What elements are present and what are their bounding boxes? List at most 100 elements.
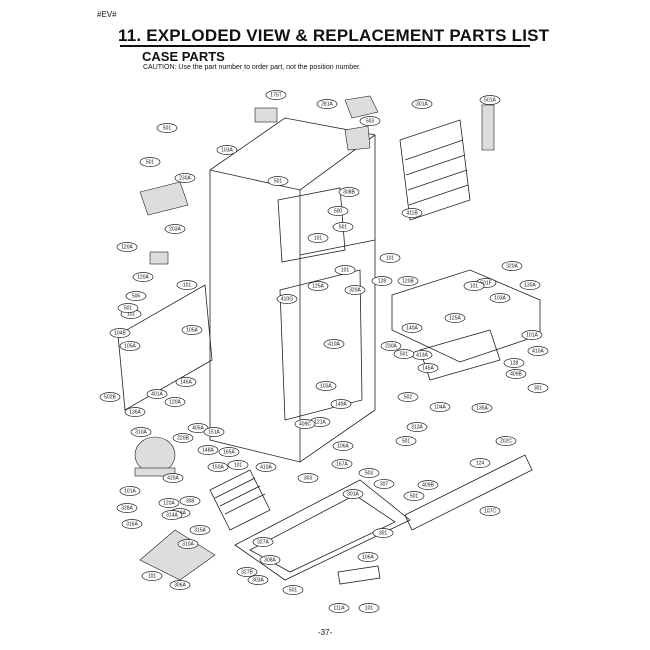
page-title: 11. EXPLODED VIEW & REPLACEMENT PARTS LI… <box>118 26 550 45</box>
part-label: 101A <box>521 330 543 340</box>
svg-text:405A: 405A <box>192 425 204 431</box>
svg-text:310A: 310A <box>182 541 194 547</box>
svg-text:125A: 125A <box>312 283 324 289</box>
part-label: 167A <box>331 459 353 469</box>
svg-text:120A: 120A <box>137 274 149 280</box>
svg-text:130A: 130A <box>524 282 536 288</box>
svg-text:111A: 111A <box>334 605 346 611</box>
svg-text:230A: 230A <box>385 343 397 349</box>
part-label: 310A <box>130 427 152 437</box>
part-label: 506 <box>125 291 147 301</box>
part-label: 401A <box>146 389 168 399</box>
part-label: 101 <box>358 603 380 613</box>
svg-text:301A: 301A <box>416 101 428 107</box>
svg-text:101: 101 <box>127 311 136 317</box>
part-label: 120A <box>158 498 180 508</box>
svg-text:106A: 106A <box>362 554 374 560</box>
svg-text:315A: 315A <box>194 527 206 533</box>
svg-text:306A: 306A <box>174 582 186 588</box>
evaporator-assembly <box>399 104 495 221</box>
part-label: 303 <box>297 473 319 483</box>
part-label: 281A <box>316 99 338 109</box>
part-label: 203A <box>164 224 186 234</box>
svg-text:503: 503 <box>365 470 374 476</box>
part-label: 501 <box>395 436 417 446</box>
section-subtitle: CASE PARTS <box>142 49 225 64</box>
part-label: 175T <box>265 90 287 100</box>
svg-text:149A: 149A <box>335 401 347 407</box>
svg-text:410A: 410A <box>532 348 544 354</box>
svg-text:328A: 328A <box>121 505 133 511</box>
svg-text:150A: 150A <box>212 464 224 470</box>
svg-text:410A: 410A <box>260 464 272 470</box>
svg-text:500: 500 <box>334 208 343 214</box>
base-bracket <box>139 529 216 581</box>
svg-text:501: 501 <box>410 493 419 499</box>
svg-text:503: 503 <box>366 118 375 124</box>
part-label: 103A <box>315 381 337 391</box>
part-label: 501 <box>117 303 139 313</box>
part-label: 103A <box>216 145 238 155</box>
part-label: 303A <box>247 575 269 585</box>
svg-text:135A: 135A <box>476 405 488 411</box>
svg-text:501F: 501F <box>480 280 491 286</box>
part-label: 140A <box>401 323 423 333</box>
part-label: 328A <box>116 503 138 513</box>
part-label-group: 175T 281A 301A 501A 501 503 103A 308B 41… <box>99 90 549 613</box>
part-label: 405A <box>187 423 209 433</box>
svg-text:501: 501 <box>402 438 411 444</box>
svg-text:303A: 303A <box>252 577 264 583</box>
part-label: 202C <box>495 436 517 446</box>
svg-text:281A: 281A <box>321 101 333 107</box>
part-label: 501 <box>139 157 161 167</box>
svg-text:101: 101 <box>314 235 323 241</box>
svg-text:128: 128 <box>378 278 387 284</box>
svg-text:202C: 202C <box>500 438 512 444</box>
part-label: 500 <box>327 206 349 216</box>
svg-text:420A: 420A <box>167 475 179 481</box>
svg-text:146A: 146A <box>180 379 192 385</box>
svg-text:501A: 501A <box>484 97 496 103</box>
svg-text:105A: 105A <box>124 343 136 349</box>
part-label: 125A <box>307 281 329 291</box>
caution-note: CAUTION: Use the part number to order pa… <box>143 64 361 71</box>
svg-text:327A: 327A <box>257 539 269 545</box>
part-label: 501 <box>282 585 304 595</box>
svg-text:165A: 165A <box>223 449 235 455</box>
part-label: 128 <box>503 358 525 368</box>
part-label: 308A <box>259 555 281 565</box>
svg-text:101: 101 <box>183 282 192 288</box>
part-label: 409C <box>294 419 316 429</box>
part-label: 301 <box>527 383 549 393</box>
bottom-bracket <box>337 565 381 585</box>
base-plate <box>234 479 411 581</box>
svg-text:145A: 145A <box>422 365 434 371</box>
svg-text:308: 308 <box>186 498 195 504</box>
part-label: 145A <box>417 363 439 373</box>
part-label: 327A <box>252 537 274 547</box>
refrigerator-cabinet <box>209 117 376 463</box>
part-label: 151A <box>203 427 225 437</box>
svg-text:220B: 220B <box>177 435 189 441</box>
svg-text:506: 506 <box>132 293 141 299</box>
page-number: -37- <box>318 628 333 637</box>
svg-text:120A: 120A <box>121 244 133 250</box>
svg-text:101: 101 <box>365 605 374 611</box>
part-label: 502B <box>99 392 121 402</box>
back-cover-panel <box>117 181 213 411</box>
svg-text:301: 301 <box>534 385 543 391</box>
part-label: 220B <box>172 433 194 443</box>
part-label: 150A <box>207 462 229 472</box>
svg-text:106A: 106A <box>337 443 349 449</box>
part-label: 310A <box>177 539 199 549</box>
document-tag: #EV# <box>97 10 117 19</box>
part-label: 106A <box>332 441 354 451</box>
part-label: 320A <box>501 261 523 271</box>
part-label: 503 <box>358 468 380 478</box>
svg-text:410A: 410A <box>328 341 340 347</box>
part-label: 307 <box>373 479 395 489</box>
svg-text:101: 101 <box>386 255 395 261</box>
svg-text:101A: 101A <box>526 332 538 338</box>
svg-text:410G: 410G <box>281 296 293 302</box>
svg-text:413A: 413A <box>416 352 428 358</box>
